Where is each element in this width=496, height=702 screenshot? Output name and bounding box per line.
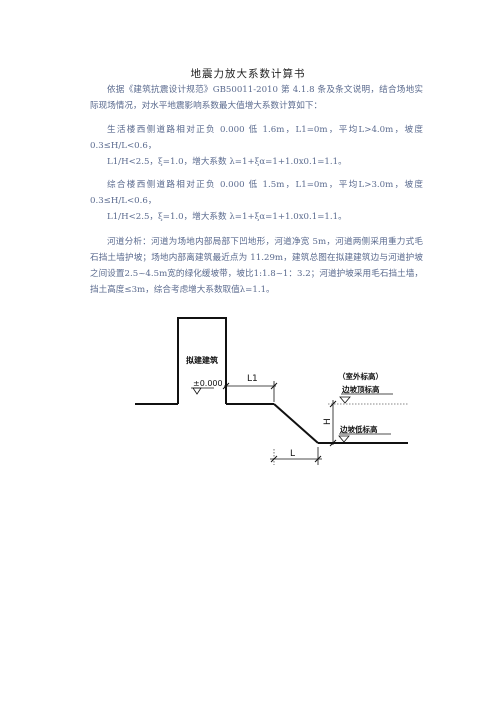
l-tick-left [270,455,278,463]
l1-tick-right [270,382,278,390]
paragraph-living-building-road: 生活楼西侧道路相对正负 0.000 低 1.6m，L1=0m，平均L>4.0m，… [90,125,423,151]
h-label: H [323,418,333,425]
paragraph-living-building-coefficient: L1/H<2.5，ξ=1.0，增大系数 λ=1+ξα=1+1.0x0.1=1.1… [107,157,347,167]
l1-label: L1 [247,374,258,384]
building-label: 拟建建筑 [186,355,218,365]
h-tick-top [329,400,337,408]
paragraph-basis: 依据《建筑抗震设计规范》GB50011-2010 第 4.1.8 条及条文说明，… [90,85,423,111]
l-label: L [290,449,295,459]
slope-line [273,403,319,444]
building-outline [177,317,227,404]
paragraph-river-analysis: 河道分析：河道为场地内部局部下凹地形，河道净宽 5m，河道两侧采用重力式毛石挡土… [90,237,423,295]
paragraph-complex-building-road: 综合楼西侧道路相对正负 0.000 低 1.5m，L1=0m，平均L>3.0m，… [90,180,423,206]
zero-level-triangle [192,387,202,395]
h-tick-bottom [329,439,337,447]
document-title: 地震力放大系数计算书 [190,68,306,80]
l1-tick-left [222,382,230,390]
zero-level-label: ±0.000 [193,379,223,388]
slope-top-elevation-label: 边坡顶标高 [341,384,380,394]
l-tick-right [314,455,322,463]
slope-bottom-triangle [338,435,350,443]
slope-top-triangle [339,396,351,404]
paragraph-complex-building-coefficient: L1/H<2.5，ξ=1.0，增大系数 λ=1+ξα=1+1.0x0.1=1.1… [107,212,347,222]
outdoor-elevation-label: （室外标高） [338,371,383,381]
slope-bottom-elevation-label: 边坡低标高 [339,424,378,434]
